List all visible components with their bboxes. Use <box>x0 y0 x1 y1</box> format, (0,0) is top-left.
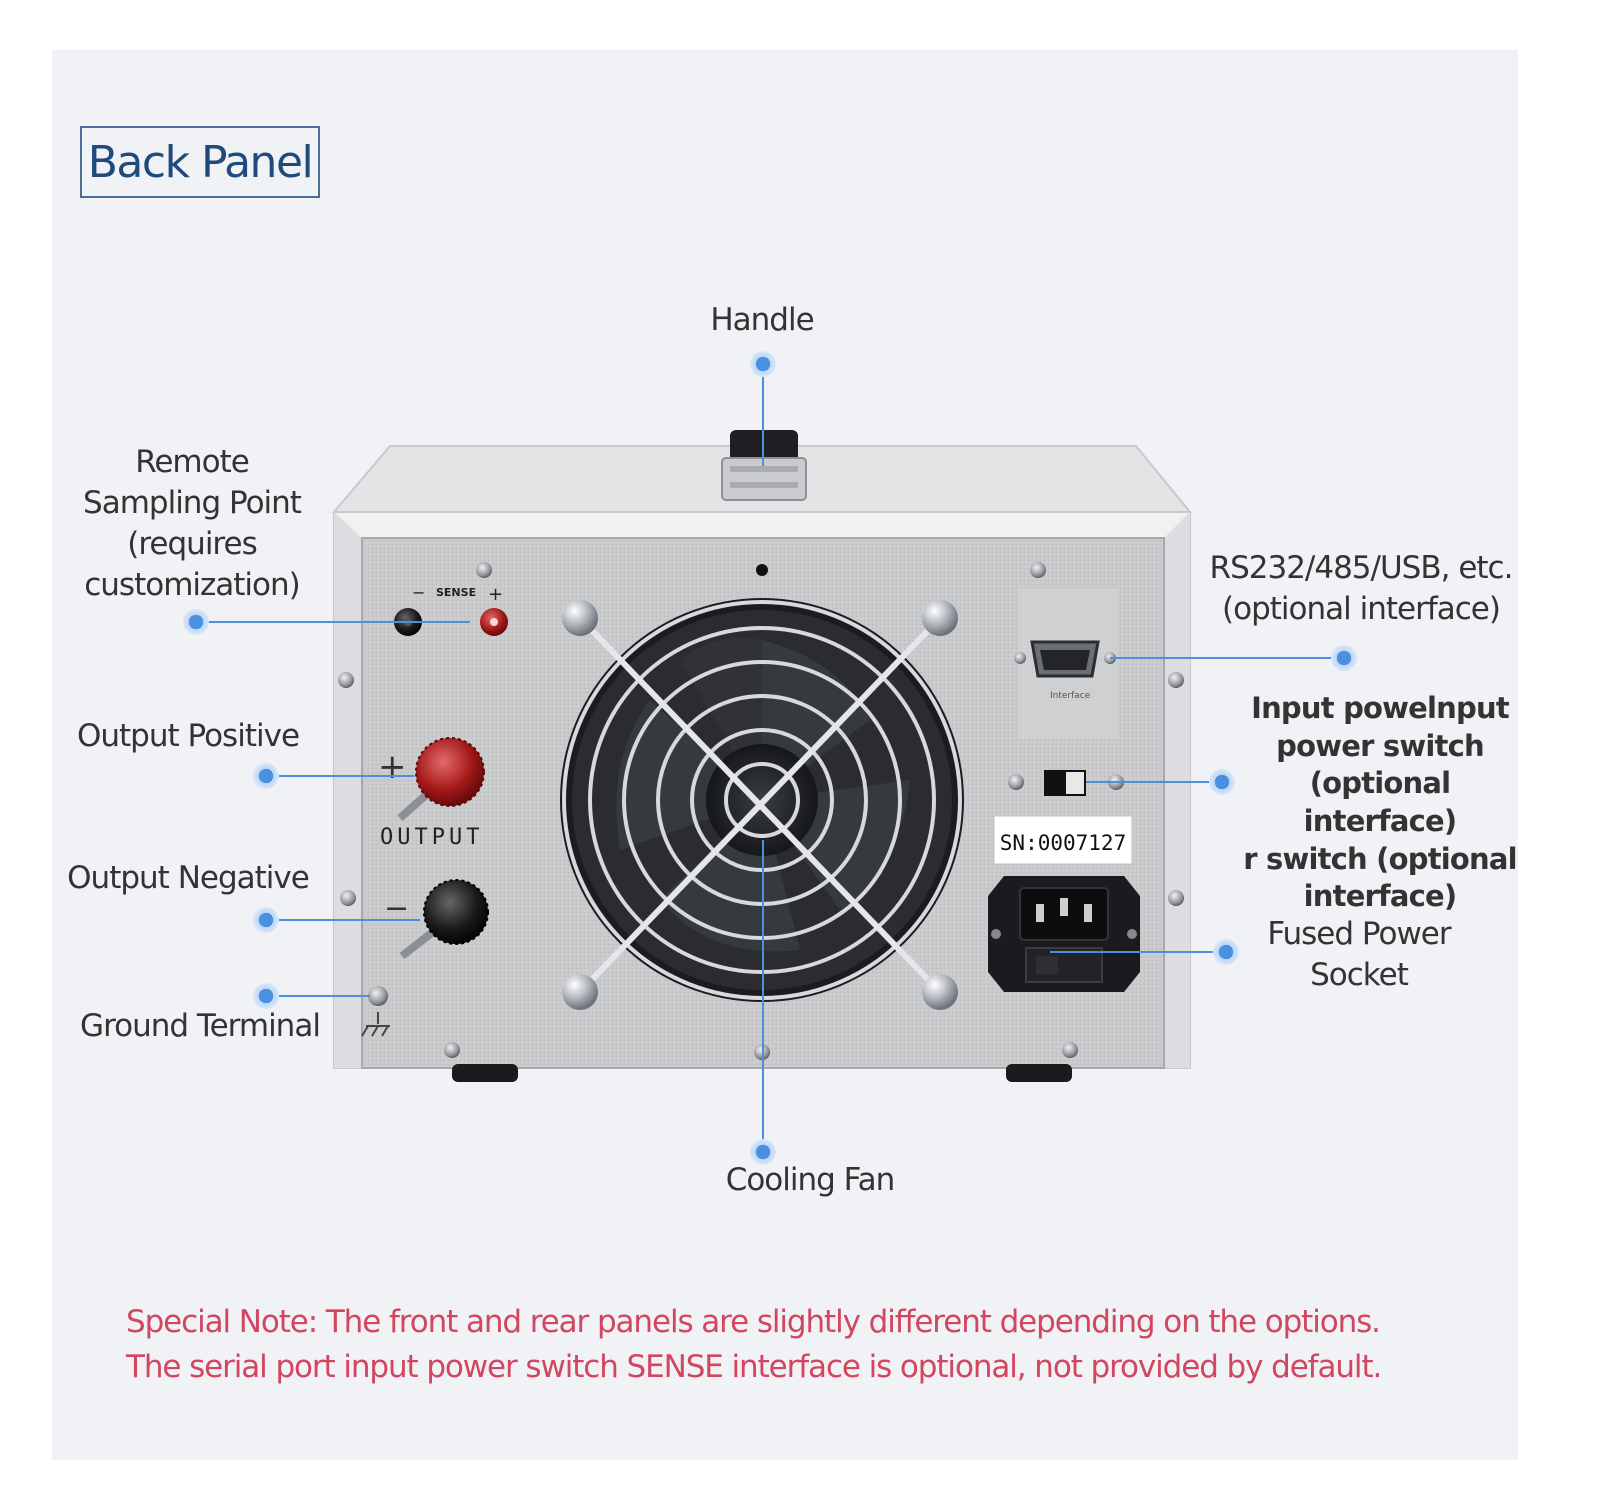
callout-dots <box>183 351 1357 1165</box>
ground-terminal <box>361 986 390 1037</box>
output-negative-knob <box>424 880 488 944</box>
label-ground-terminal: Ground Terminal <box>80 1008 321 1044</box>
special-note-line-1: Special Note: The front and rear panels … <box>126 1304 1381 1340</box>
callout-dot-output-positive <box>253 763 279 789</box>
callout-dot-fused-socket <box>1213 939 1239 965</box>
serial-port: Interface <box>1014 640 1116 701</box>
sense-label: SENSE <box>436 586 476 599</box>
serial-number: SN:0007127 <box>1000 831 1126 855</box>
callout-dot-ground <box>253 983 279 1009</box>
output-plus-sign: + <box>378 747 407 787</box>
output-label: OUTPUT <box>380 825 483 850</box>
panel-screws <box>338 562 1184 1060</box>
label-remote-sampling: Remote Sampling Point (requires customiz… <box>83 444 302 603</box>
output-terminals: + OUTPUT − <box>378 737 489 960</box>
callout-dot-cooling-fan <box>750 1139 776 1165</box>
callout-lines <box>196 364 1344 1152</box>
label-output-negative: Output Negative <box>67 860 310 896</box>
callout-dot-remote-sampling <box>183 609 209 635</box>
fused-power-socket <box>988 876 1140 992</box>
label-fused-power-socket: Fused Power Socket <box>1267 916 1451 993</box>
label-rs232: RS232/485/USB, etc. (optional interface) <box>1209 550 1514 627</box>
special-note-line-2: The serial port input power switch SENSE… <box>126 1349 1382 1386</box>
callout-dot-power-switch <box>1209 769 1235 795</box>
foot-right <box>1006 1064 1072 1082</box>
output-positive-knob <box>416 738 484 806</box>
serial-number-sticker: SN:0007127 <box>993 815 1133 865</box>
label-handle: Handle <box>710 302 814 338</box>
cooling-fan <box>560 598 964 1010</box>
callout-dot-handle <box>750 351 776 377</box>
interface-label: Interface <box>1050 691 1091 701</box>
page-title: Back Panel <box>87 136 314 188</box>
sense-minus-sign: − <box>412 583 425 602</box>
label-input-power-switch: Input powelnput power switch (optional i… <box>1243 691 1517 914</box>
sense-plus-sign: + <box>488 584 503 605</box>
foot-left <box>452 1064 518 1082</box>
callout-dot-rs232 <box>1331 645 1357 671</box>
title-box: Back Panel <box>80 126 320 198</box>
special-note: Special Note: The front and rear panels … <box>126 1300 1526 1391</box>
callout-dot-output-negative <box>253 907 279 933</box>
label-output-positive: Output Positive <box>76 718 300 754</box>
label-cooling-fan: Cooling Fan <box>725 1162 896 1198</box>
power-switch <box>1008 770 1124 796</box>
